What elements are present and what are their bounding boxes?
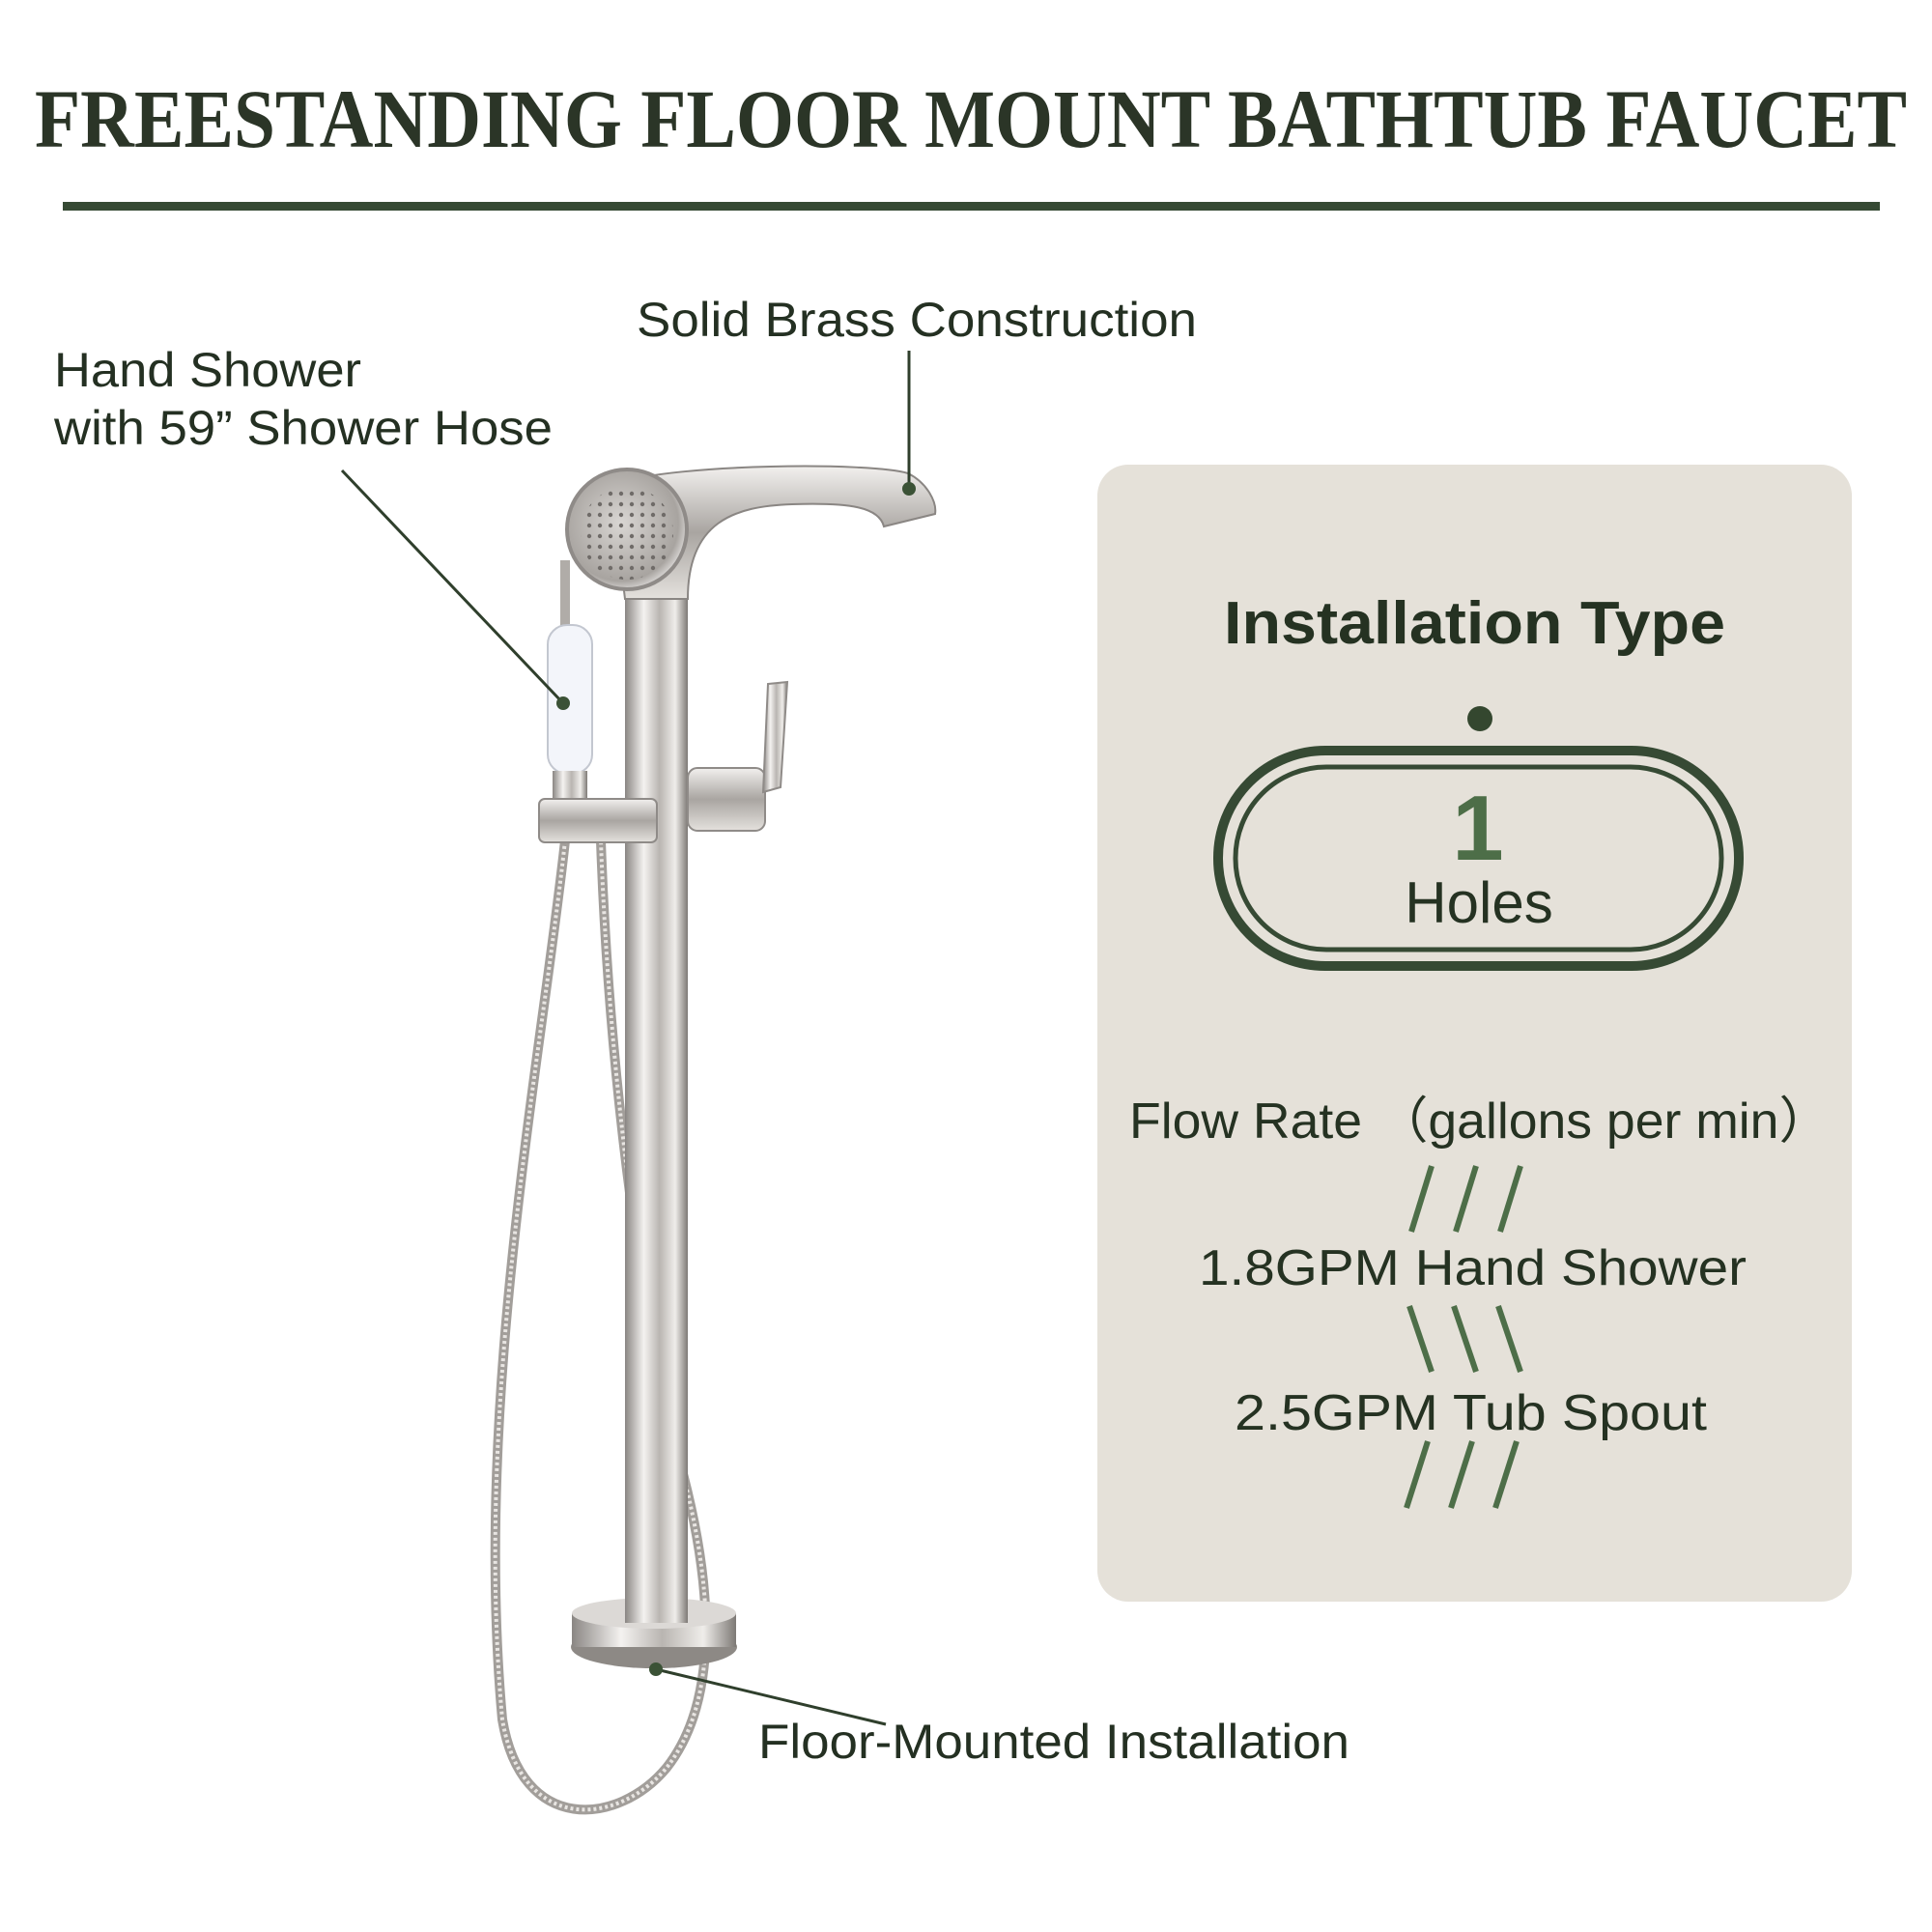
tub-spout-flow-rate: 2.5GPM Tub Spout [1235,1385,1708,1441]
callout-hand-shower-line2: with 59” Shower Hose [53,401,553,455]
lever-handle [761,680,789,794]
callout-line-floor [655,1667,887,1726]
installation-type-heading: Installation Type [1224,590,1725,657]
faucet-pole [625,599,688,1623]
holes-count: 1 [1452,777,1503,880]
page-title: FREESTANDING FLOOR MOUNT BATHTUB FAUCET [35,72,1907,165]
divider-slashes [1408,1165,1523,1233]
info-panel: Installation Type 1 Holes Flow Rate （gal… [1097,465,1852,1602]
faucet-image [490,465,937,1815]
pill-inner [1233,764,1724,952]
title-divider [63,202,1880,211]
callout-dot [556,696,570,710]
divider-backslashes [1406,1305,1523,1373]
pill-outer [1213,746,1744,971]
holes-label: Holes [1405,870,1552,935]
callout-hand-shower-line1: Hand Shower [54,343,361,397]
hole-dot-icon [1467,706,1492,731]
flow-rate-heading: Flow Rate （gallons per min） [1129,1094,1831,1150]
callout-floor-mounted: Floor-Mounted Installation [758,1715,1350,1769]
divider-slashes [1404,1440,1520,1509]
callout-dot [649,1662,663,1676]
faucet-spout [612,465,937,600]
hand-shower-flow-rate: 1.8GPM Hand Shower [1199,1240,1747,1296]
hand-shower-handle [547,624,593,775]
callout-dot [902,482,916,496]
callout-solid-brass: Solid Brass Construction [637,293,1197,347]
callout-line-hand-shower [340,469,565,705]
